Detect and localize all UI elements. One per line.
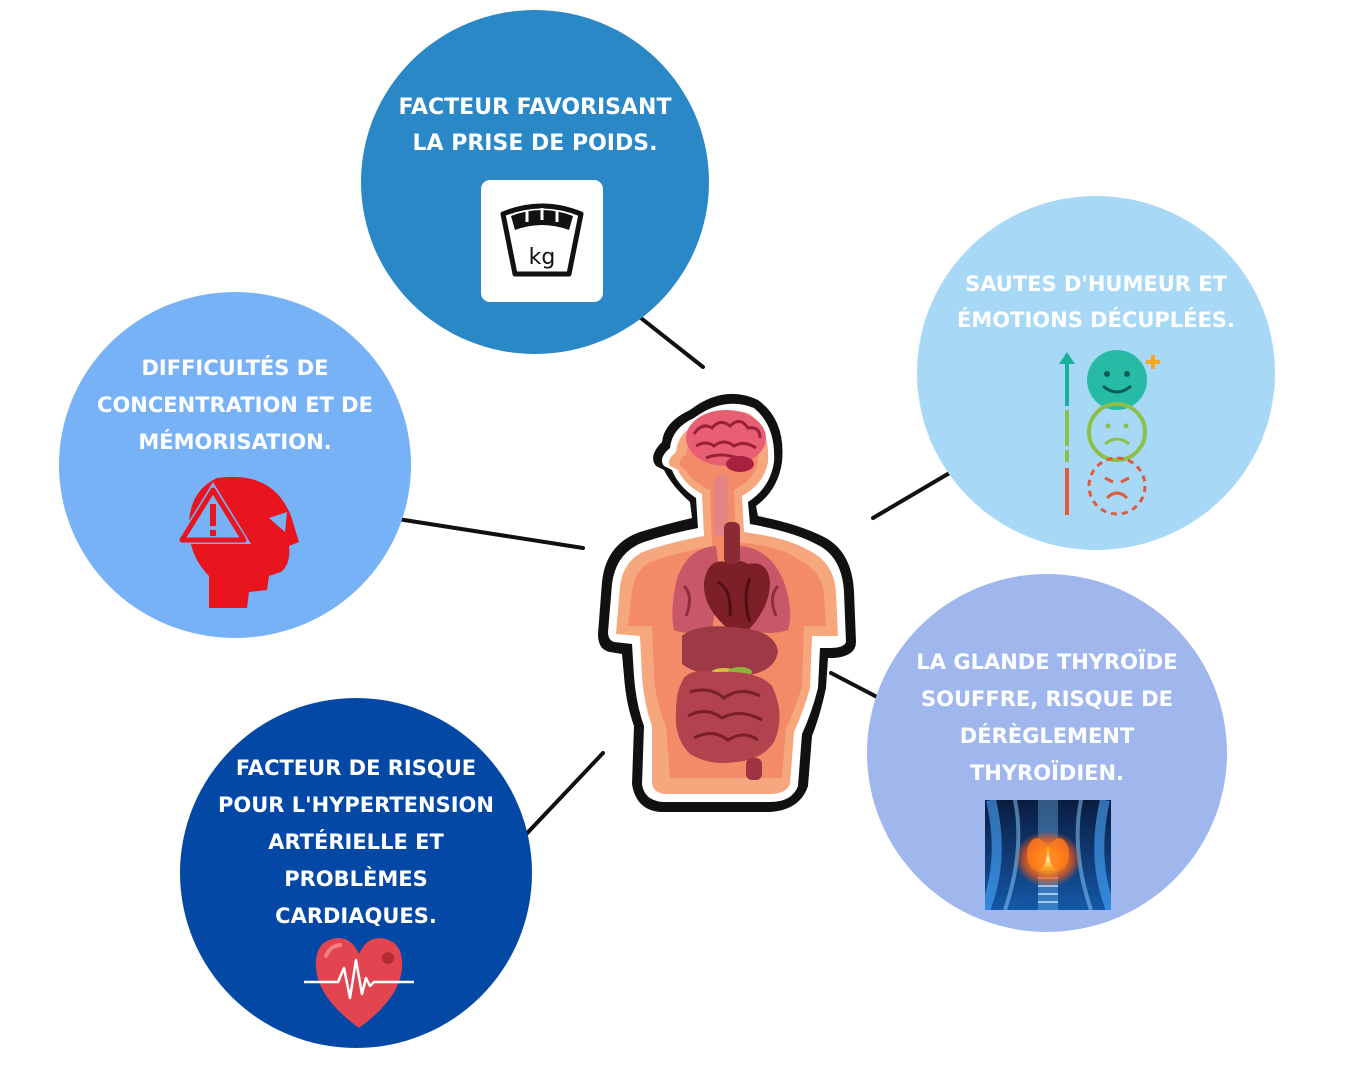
bubble-hypertension-line-4: problèmes (284, 867, 428, 891)
bubble-mood-swings: Sautes d'humeur et émotions décuplées. (917, 196, 1275, 550)
bubble-concentration-line-3: mémorisation. (138, 430, 332, 454)
bubble-thyroid-line-4: thyroïdien. (969, 761, 1125, 785)
bubble-hypertension-line-2: pour l'hypertension (218, 793, 494, 817)
connector-mood (871, 466, 960, 520)
connector-hypertension (513, 751, 605, 848)
bubble-thyroid-text: La glande thyroïde souffre, risque de dé… (867, 644, 1227, 792)
bubble-weight-line-2: la prise de poids. (412, 131, 658, 156)
bubble-mood-line-1: Sautes d'humeur et (965, 272, 1227, 296)
bubble-weight-line-1: Facteur favorisant (398, 95, 672, 120)
mood-scale-icon (1055, 350, 1165, 518)
bubble-weight-gain: Facteur favorisant la prise de poids. kg (361, 10, 709, 354)
bubble-thyroid-line-1: La glande thyroïde (916, 650, 1178, 674)
bubble-mood-text: Sautes d'humeur et émotions décuplées. (917, 266, 1275, 338)
bubble-thyroid: La glande thyroïde souffre, risque de dé… (867, 574, 1227, 932)
bubble-concentration-line-2: concentration et de (97, 393, 373, 417)
connector-concentration (383, 515, 585, 550)
head-warning-icon (173, 472, 301, 608)
bubble-weight-text: Facteur favorisant la prise de poids. (361, 90, 709, 162)
scale-icon: kg (481, 180, 603, 302)
bubble-mood-line-2: émotions décuplées. (957, 308, 1235, 332)
scale-kg-label: kg (529, 245, 556, 270)
human-anatomy-icon (590, 386, 870, 816)
bubble-concentration-text: Difficultés de concentration et de mémor… (59, 350, 411, 461)
bubble-thyroid-line-2: souffre, risque de (921, 687, 1173, 711)
bubble-hypertension-line-5: cardiaques. (275, 904, 437, 928)
bubble-hypertension-text: Facteur de risque pour l'hypertension ar… (180, 750, 532, 935)
bubble-concentration: Difficultés de concentration et de mémor… (59, 292, 411, 638)
bubble-concentration-line-1: Difficultés de (141, 356, 329, 380)
thyroid-image (985, 800, 1111, 910)
heart-pulse-icon (304, 932, 414, 1032)
connector-weight (630, 309, 705, 369)
bubble-thyroid-line-3: dérèglement (959, 724, 1135, 748)
bubble-hypertension-line-1: Facteur de risque (235, 756, 477, 780)
bubble-hypertension-line-3: artérielle et (268, 830, 444, 854)
bubble-hypertension: Facteur de risque pour l'hypertension ar… (180, 698, 532, 1048)
